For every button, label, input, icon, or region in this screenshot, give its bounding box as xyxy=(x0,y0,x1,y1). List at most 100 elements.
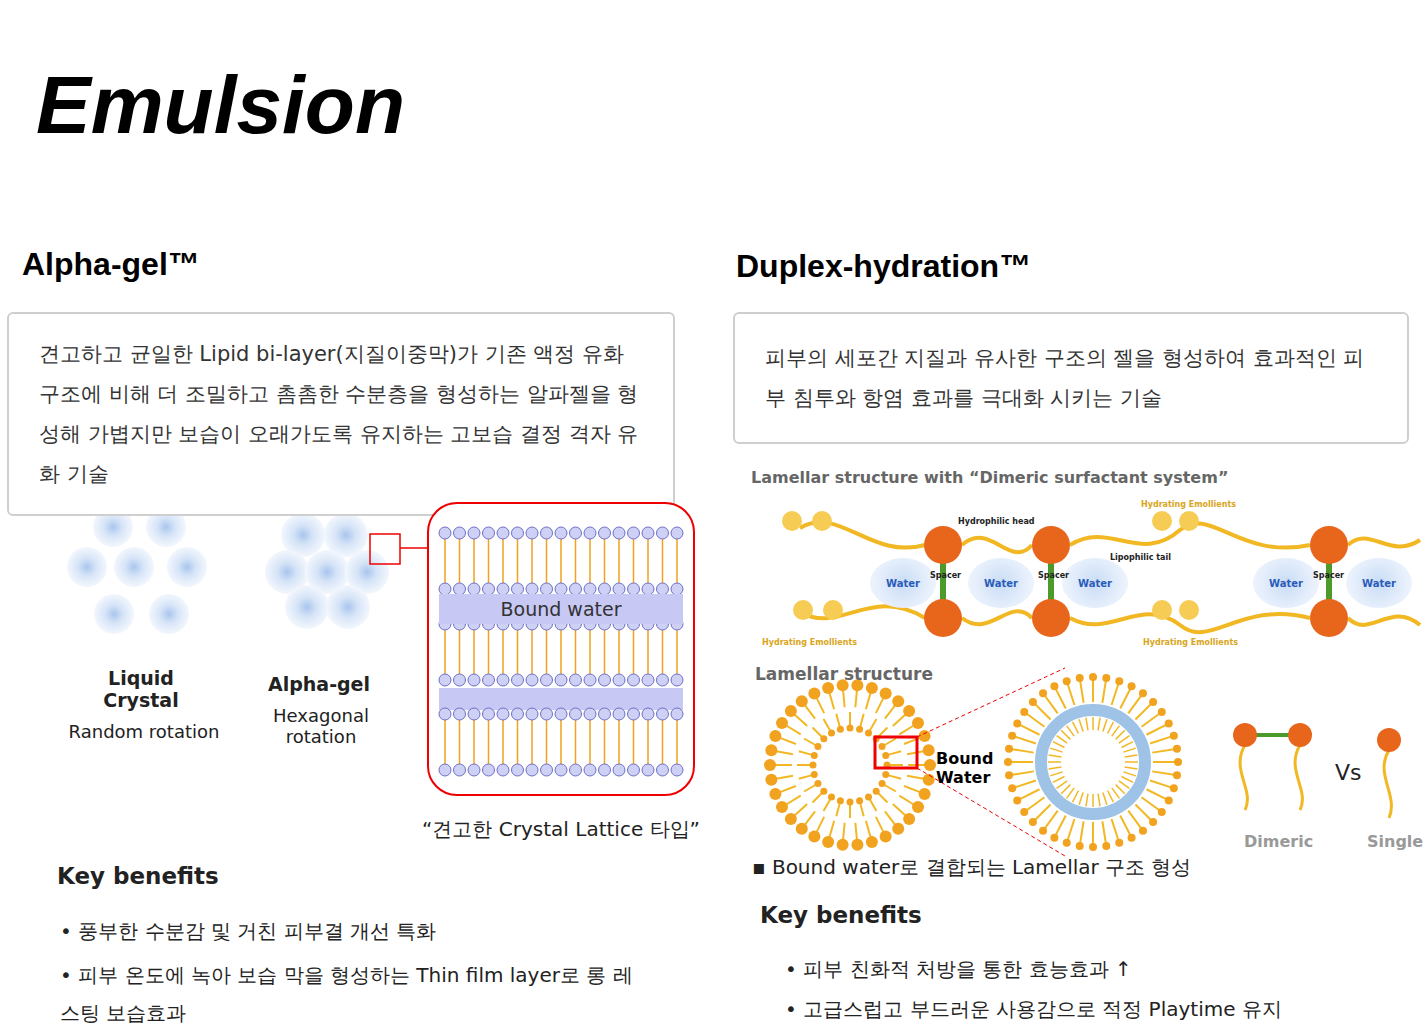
head xyxy=(879,780,886,787)
lipid-tail xyxy=(473,630,475,674)
tail xyxy=(1122,777,1134,783)
label: Vs xyxy=(1335,760,1362,785)
head xyxy=(814,780,821,787)
lipid-tail xyxy=(589,630,591,674)
tail xyxy=(878,728,887,737)
tail xyxy=(1068,819,1075,840)
lipid-tail xyxy=(517,539,519,583)
lamellar-vesicle xyxy=(764,679,936,850)
description-text: 피부의 세포간 지질과 유사한 구조의 젤을 형성하여 효과적인 피부 침투와 … xyxy=(765,338,1377,418)
label: Hydrating Emollients xyxy=(1141,500,1236,509)
tail xyxy=(1103,719,1107,731)
water-label: Water xyxy=(886,578,920,589)
lattice-caption: “견고한 Crystal Lattice 타입” xyxy=(387,816,735,843)
lipid-tail xyxy=(662,539,664,583)
title: Emulsion xyxy=(36,58,405,152)
tail xyxy=(1050,748,1062,752)
tail xyxy=(1045,811,1058,829)
water-circle: Water xyxy=(1253,558,1319,608)
lipid-head xyxy=(439,674,451,686)
emollient-dots xyxy=(782,511,1199,620)
lipid-tail xyxy=(546,630,548,674)
tail xyxy=(1092,822,1094,844)
tail xyxy=(866,693,871,709)
tail xyxy=(1120,815,1130,835)
tail xyxy=(804,785,815,792)
tail xyxy=(860,804,863,817)
tail xyxy=(1020,725,1040,735)
tail xyxy=(780,738,796,744)
tail xyxy=(1135,704,1151,720)
head xyxy=(1076,842,1084,850)
head xyxy=(856,726,863,733)
tail xyxy=(817,698,825,713)
tail xyxy=(1112,819,1119,840)
lipid-head xyxy=(599,674,611,686)
tail xyxy=(1073,791,1079,803)
tail xyxy=(836,714,839,727)
lipid-head xyxy=(526,764,538,776)
tail xyxy=(876,817,884,832)
label: Random rotation xyxy=(54,721,234,742)
tail xyxy=(890,764,903,766)
tail xyxy=(1056,689,1066,709)
lipid-head xyxy=(468,764,480,776)
tail xyxy=(893,714,906,725)
tail xyxy=(1150,781,1171,788)
lipid-head xyxy=(497,674,509,686)
lipid-tail xyxy=(459,720,461,764)
tail xyxy=(797,764,810,766)
water-label: Water xyxy=(1078,578,1112,589)
head xyxy=(1039,827,1047,835)
head xyxy=(892,823,904,835)
water-label: Water xyxy=(1362,578,1396,589)
tail xyxy=(1012,749,1034,752)
tail xyxy=(795,714,808,725)
head xyxy=(892,695,904,707)
lipid-head xyxy=(599,708,611,720)
bound-water-band xyxy=(439,688,683,710)
head xyxy=(1029,818,1037,826)
lipid-head xyxy=(454,708,466,720)
label: Key benefits xyxy=(57,863,219,889)
tail xyxy=(775,764,792,766)
lipid-tail xyxy=(488,720,490,764)
description-box: 피부의 세포간 지질과 유사한 구조의 젤을 형성하여 효과적인 피부 침투와 … xyxy=(733,312,1409,444)
head xyxy=(879,743,886,750)
head xyxy=(1063,677,1071,685)
label: • 피부 친화적 처방을 통한 효능효과 ↑ xyxy=(785,956,1132,983)
tail xyxy=(1067,726,1075,737)
lipid-tail xyxy=(473,720,475,764)
tail xyxy=(776,751,793,754)
tail xyxy=(1128,696,1141,714)
lipid-tail xyxy=(575,539,577,583)
head xyxy=(1076,674,1084,682)
tail xyxy=(824,719,831,730)
head xyxy=(769,788,781,800)
head xyxy=(769,730,781,742)
tail xyxy=(889,751,902,754)
lipid-tail xyxy=(618,630,620,674)
lipid-head xyxy=(584,674,596,686)
tail xyxy=(1098,718,1100,731)
zoom-lines xyxy=(917,668,1065,856)
head xyxy=(912,801,924,813)
tail xyxy=(1123,772,1135,776)
lipid-head xyxy=(526,527,538,539)
tail xyxy=(849,712,851,725)
head xyxy=(1004,758,1012,766)
head xyxy=(837,839,849,851)
head xyxy=(912,717,924,729)
lipid-head xyxy=(497,708,509,720)
head xyxy=(1170,732,1178,740)
lipid-tail xyxy=(662,720,664,764)
tail xyxy=(1011,761,1033,763)
lipid-tail xyxy=(676,630,678,674)
lipid-head xyxy=(628,764,640,776)
liquid-crystal-droplets xyxy=(67,507,207,634)
lipid-head xyxy=(613,708,625,720)
tail xyxy=(885,739,896,746)
lipid-tail xyxy=(560,630,562,674)
head xyxy=(1039,689,1047,697)
head xyxy=(808,687,820,699)
